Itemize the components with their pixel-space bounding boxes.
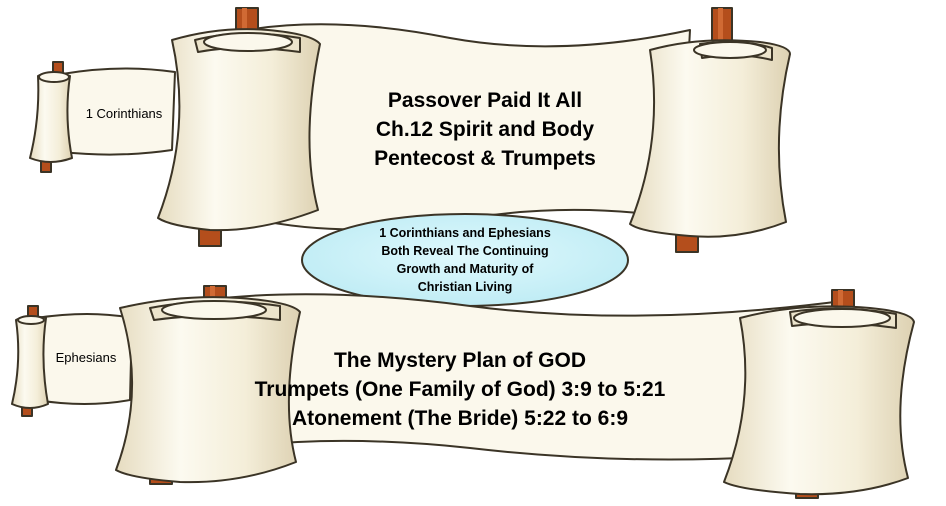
banner-bottom-text: The Mystery Plan of GOD Trumpets (One Fa… [250, 346, 670, 433]
small-scroll-bottom-label: Ephesians [55, 350, 117, 365]
small-scroll-bottom [11, 305, 133, 417]
banner-bottom-line-3: Atonement (The Bride) 5:22 to 6:9 [291, 407, 629, 430]
oval-line-2: Both Reveal The Continuing [381, 244, 549, 258]
banner-bottom [115, 285, 915, 499]
banner-bottom-line-1: The Mystery Plan of GOD [333, 349, 587, 372]
center-oval-text: 1 Corinthians and Ephesians Both Reveal … [305, 224, 625, 296]
oval-line-1: 1 Corinthians and Ephesians [379, 226, 551, 240]
small-scroll-top [29, 61, 176, 173]
oval-line-4: Christian Living [417, 280, 513, 294]
banner-top-line-1: Passover Paid It All [387, 89, 583, 112]
banner-top-line-2: Ch.12 Spirit and Body [375, 118, 595, 141]
oval-line-3: Growth and Maturity of [396, 262, 534, 276]
banner-bottom-line-2: Trumpets (One Family of God) 3:9 to 5:21 [254, 378, 666, 401]
banner-top-text: Passover Paid It All Ch.12 Spirit and Bo… [300, 86, 670, 173]
small-scroll-top-label: 1 Corinthians [85, 106, 163, 121]
banner-top-line-3: Pentecost & Trumpets [374, 147, 596, 170]
banner-top [157, 7, 791, 253]
